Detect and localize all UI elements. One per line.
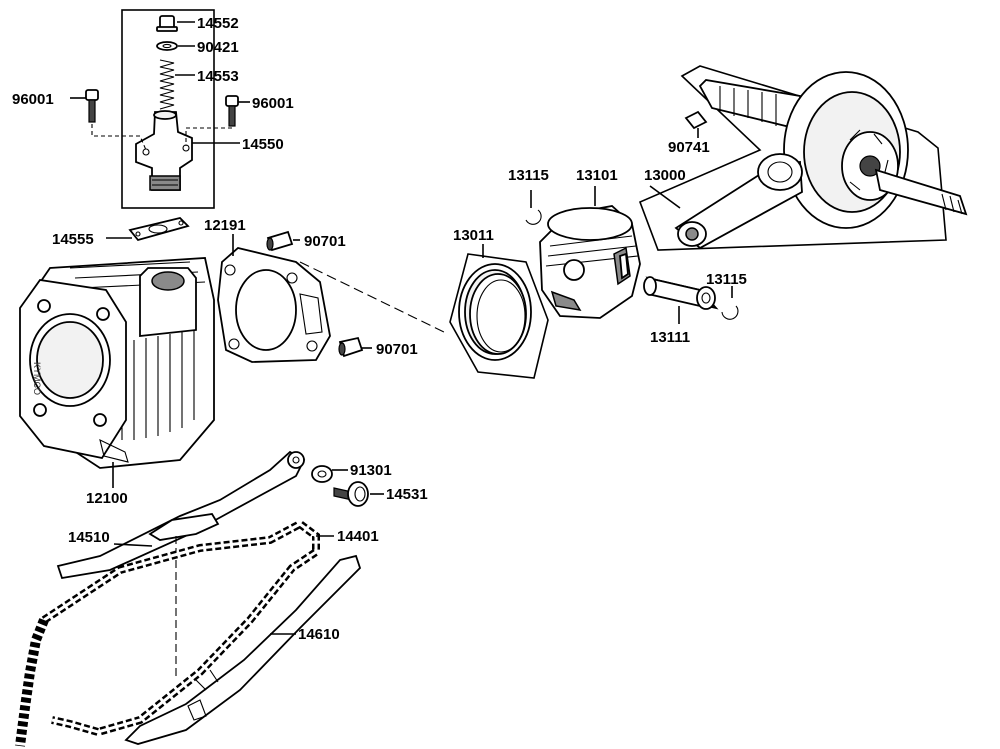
label-13011: 13011: [453, 227, 494, 244]
woodruff-key: [684, 110, 708, 130]
crankshaft-assembly: [638, 65, 968, 251]
label-12100: 12100: [86, 490, 128, 507]
label-96001-left: 96001: [12, 91, 54, 108]
cam-chain-tensioner-slipper: [56, 450, 306, 580]
tensioner-assembly-group: [70, 9, 250, 209]
dowel-pin-top: [266, 230, 294, 252]
label-14555: 14555: [52, 231, 94, 248]
pivot-bolt: [333, 481, 369, 507]
label-13101: 13101: [576, 167, 618, 184]
piston-pin-clip-top: [525, 209, 542, 225]
tensioner-gasket: [128, 217, 190, 242]
tensioner-cap-bolt: [156, 15, 178, 32]
piston-pin: [643, 276, 719, 310]
sealing-washer: [156, 41, 178, 51]
label-90421: 90421: [197, 39, 239, 56]
cylinder-base-gasket: [217, 247, 331, 363]
label-14553: 14553: [197, 68, 239, 85]
mounting-bolt-right: [225, 95, 239, 127]
label-90701-top: 90701: [304, 233, 346, 250]
label-13115-top: 13115: [508, 167, 549, 184]
cylinder-block: [19, 257, 215, 469]
label-96001-right: 96001: [252, 95, 294, 112]
label-14610: 14610: [298, 626, 340, 643]
alignment-dashline: [299, 261, 445, 333]
piston-pin-clip-right: [721, 305, 739, 320]
label-90741: 90741: [668, 139, 710, 156]
piston-ring-set: [449, 253, 549, 379]
label-14510: 14510: [68, 529, 110, 546]
mounting-bolt-left: [85, 89, 99, 123]
label-12191: 12191: [204, 217, 246, 234]
label-13115-right: 13115: [706, 271, 747, 288]
piston: [539, 205, 641, 319]
tensioner-frame: [121, 9, 215, 209]
label-14552: 14552: [197, 15, 239, 32]
label-14531: 14531: [386, 486, 428, 503]
dowel-pin-bottom: [338, 336, 364, 358]
label-13000: 13000: [644, 167, 686, 184]
cam-chain-guide: [124, 554, 362, 745]
label-90701-bottom: 90701: [376, 341, 418, 358]
label-14401: 14401: [337, 528, 379, 545]
tensioner-lifter-body: [135, 110, 193, 191]
label-14550: 14550: [242, 136, 284, 153]
pivot-washer: [311, 465, 333, 483]
label-91301: 91301: [350, 462, 392, 479]
tensioner-spring: [159, 59, 175, 110]
label-13111: 13111: [650, 329, 690, 346]
cam-chain: [15, 519, 320, 747]
cylinder-brand-text: KYMCO: [32, 362, 42, 395]
